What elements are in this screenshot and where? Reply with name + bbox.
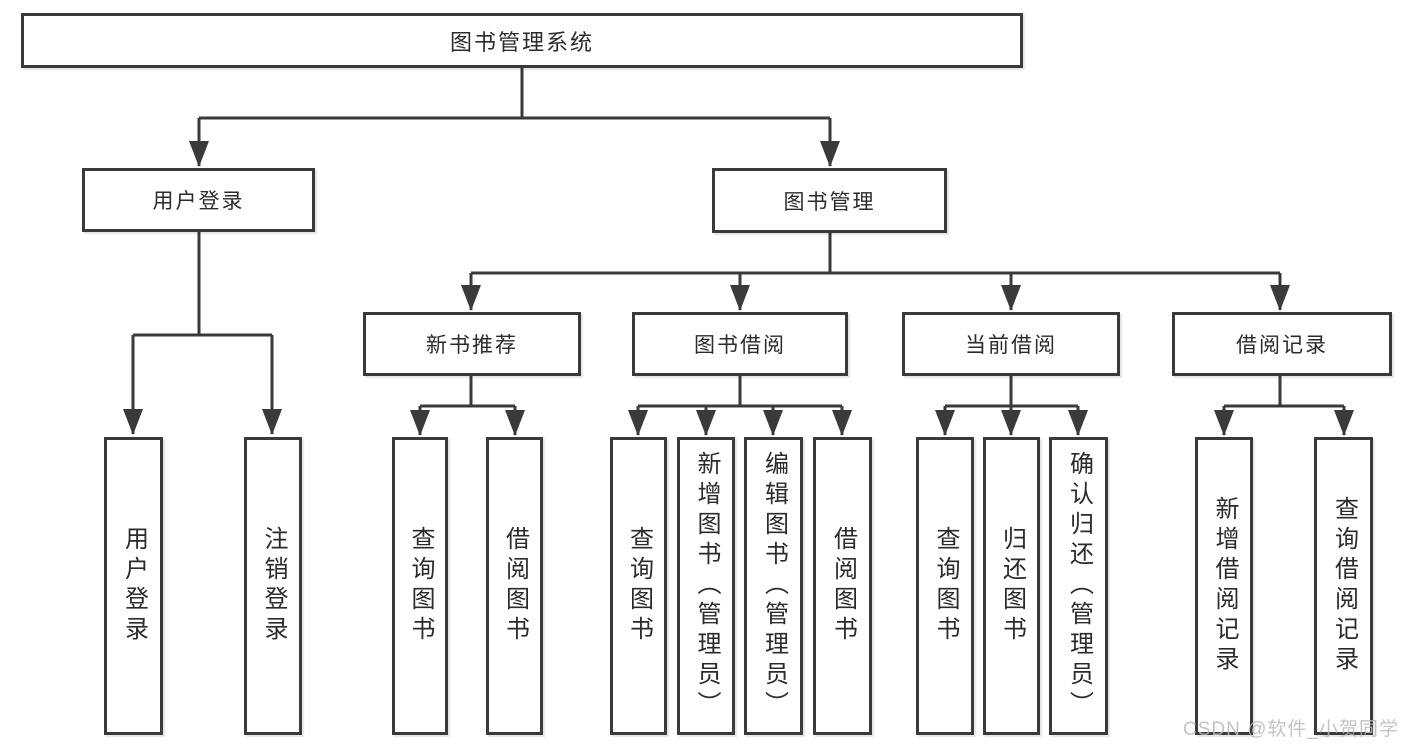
leaf-query-books-current: 查询图书 (916, 437, 974, 735)
connector-borrow-records-children (1214, 376, 1354, 436)
connector-current-borrow-children (935, 376, 1088, 436)
connector-user-login-children (123, 232, 282, 435)
csdn-watermark: CSDN @软件_小贺同学 (1183, 719, 1399, 740)
node-book-borrow: 图书借阅 (632, 312, 848, 376)
node-current-borrow: 当前借阅 (902, 312, 1120, 376)
leaf-borrow-books: 借阅图书 (813, 437, 872, 735)
leaf-user-login: 用户登录 (104, 437, 163, 735)
connector-new-book-recommend-children (410, 376, 525, 436)
node-book-management: 图书管理 (712, 168, 947, 233)
leaf-query-books-borrow: 查询图书 (610, 437, 667, 735)
connector-root-to-level2 (189, 68, 840, 167)
node-borrow-records: 借阅记录 (1172, 312, 1392, 376)
connector-book-borrow-children (628, 376, 852, 436)
node-new-book-recommend: 新书推荐 (363, 312, 581, 376)
node-user-login: 用户登录 (82, 168, 315, 232)
leaf-query-books-recommend: 查询图书 (392, 437, 448, 735)
leaf-edit-book-admin: 编辑图书（管理员） (744, 437, 803, 735)
leaf-logout: 注销登录 (244, 437, 302, 735)
leaf-confirm-return-admin: 确认归还（管理员） (1049, 437, 1108, 735)
connector-book-management-children (461, 233, 1290, 311)
node-library-management-system: 图书管理系统 (21, 13, 1023, 68)
leaf-return-book: 归还图书 (983, 437, 1040, 735)
leaf-query-borrow-record: 查询借阅记录 (1314, 437, 1373, 735)
leaf-borrow-books-recommend: 借阅图书 (486, 437, 543, 735)
leaf-add-book-admin: 新增图书（管理员） (677, 437, 735, 735)
leaf-add-borrow-record: 新增借阅记录 (1195, 437, 1253, 735)
